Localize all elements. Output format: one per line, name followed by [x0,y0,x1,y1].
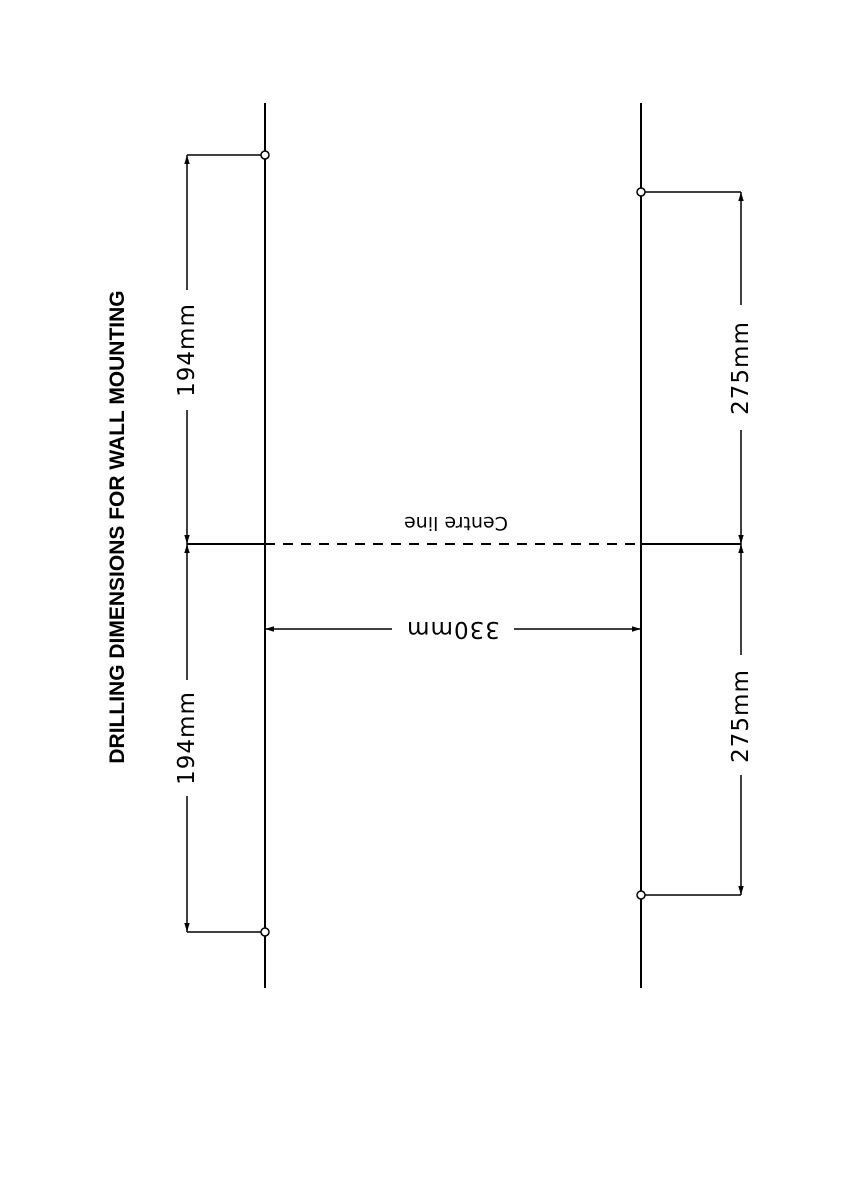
centre-line-label: Centre line [404,512,508,534]
diagram-title: DRILLING DIMENSIONS FOR WALL MOUNTING [106,290,129,763]
left-lower-hole [261,928,269,936]
right-lower-hole [637,891,645,899]
right-upper-dimension-label: 275mm [728,321,754,415]
spacing-dimension-label: 330mm [406,616,500,642]
left-upper-dimension-label: 194mm [174,303,200,397]
right-lower-dimension-label: 275mm [728,669,754,763]
left-lower-dimension-label: 194mm [174,691,200,785]
left-upper-hole [261,151,269,159]
right-upper-hole [637,188,645,196]
